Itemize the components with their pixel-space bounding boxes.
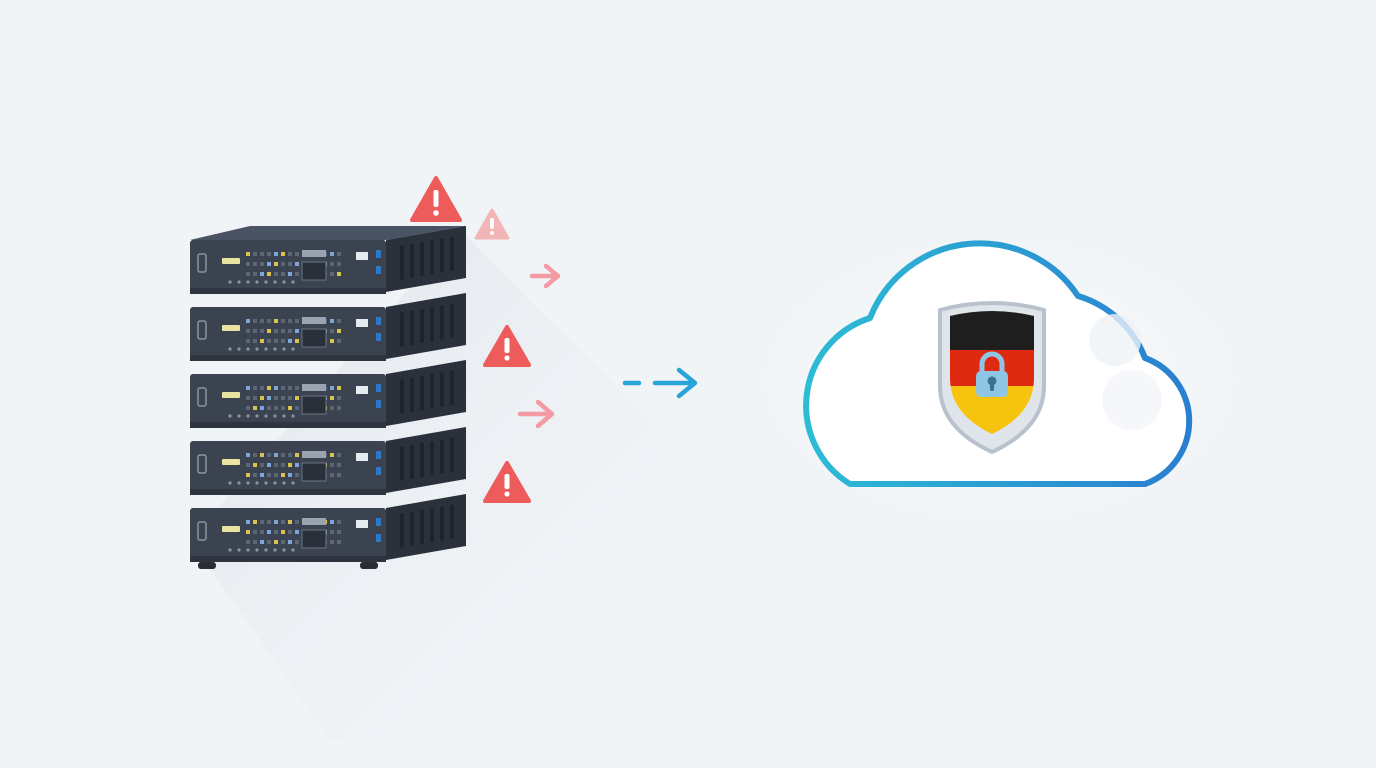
padlock-icon: [976, 351, 1008, 397]
server-foot: [198, 562, 216, 569]
arrow-right-icon: [517, 399, 555, 429]
server-foot: [360, 562, 378, 569]
server-unit: [190, 226, 466, 294]
warning-triangle-icon: [410, 176, 462, 222]
warning-triangle-icon: [483, 325, 531, 367]
server-stack-icon: [190, 226, 466, 569]
warning-triangle-icon: [483, 461, 531, 503]
server-unit: [190, 427, 466, 495]
german-flag-shield-icon: [938, 301, 1046, 455]
server-unit: [190, 360, 466, 428]
server-shadow: [190, 230, 700, 740]
server-top: [190, 226, 466, 240]
arrow-right-icon: [529, 263, 561, 289]
cloud-puff: [1102, 370, 1162, 430]
cloud-puff: [1089, 314, 1141, 366]
warning-triangle-icon: [474, 208, 510, 240]
dashed-arrow-right-icon: [622, 367, 698, 399]
server-unit: [190, 293, 466, 361]
server-unit: [190, 494, 466, 562]
